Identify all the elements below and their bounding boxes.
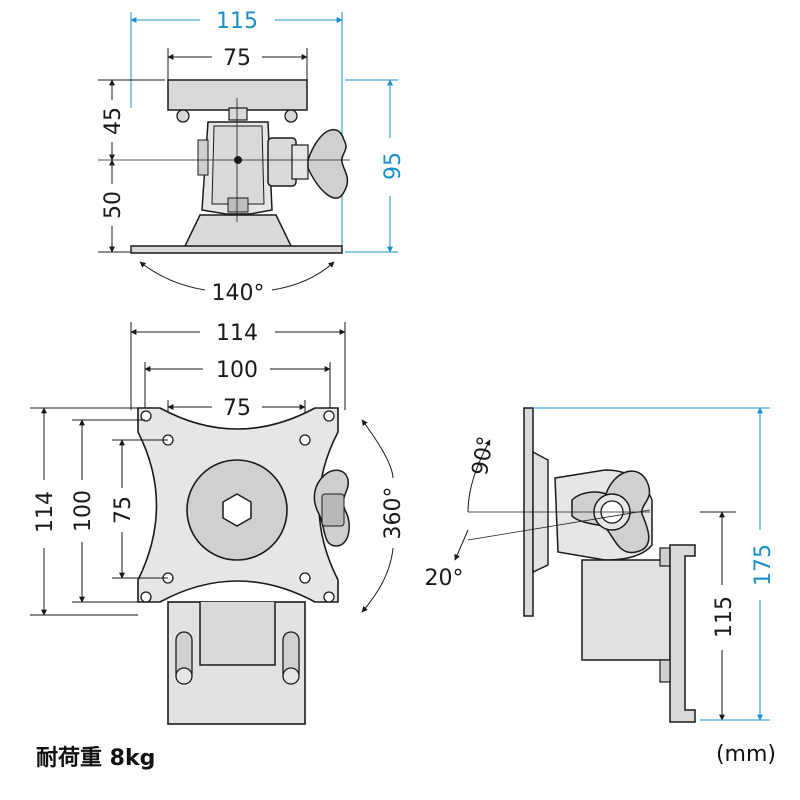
load-capacity-text: 耐荷重 8kg (36, 746, 156, 771)
vesa-plate-top (167, 79, 308, 111)
side-view: 90° 20° 115 175 (425, 407, 776, 723)
top-height-upper-label: 45 (101, 107, 126, 135)
tilt-down-label: 20° (425, 566, 464, 591)
top-height-total-label: 95 (381, 152, 406, 180)
front-width-mid-label: 100 (216, 358, 258, 383)
lower-body-side (581, 559, 671, 661)
swivel-arc (139, 261, 206, 291)
tilt-up-label: 90° (468, 434, 499, 477)
unit-label: (mm) (715, 742, 776, 767)
top-width-total-label: 115 (216, 9, 258, 34)
front-width-total-label: 114 (216, 321, 258, 346)
top-plate-width-label: 75 (223, 46, 251, 71)
front-view: 114 100 75 (30, 321, 406, 725)
clamp-side (669, 544, 696, 723)
front-height-mid-label: 100 (71, 490, 96, 532)
front-height-inner-label: 75 (111, 496, 136, 524)
knob-top-view (307, 128, 349, 199)
top-height-lower-label: 50 (101, 191, 126, 219)
front-height-total-label: 114 (33, 491, 58, 533)
rotation-angle-label: 360° (381, 487, 406, 540)
side-height-total-label: 175 (751, 544, 776, 586)
front-width-inner-label: 75 (223, 396, 251, 421)
side-clamp-height-label: 115 (712, 596, 737, 638)
center-bolt (222, 493, 252, 527)
base-plate-top (130, 245, 343, 254)
top-view: 115 75 45 50 (98, 9, 406, 306)
swivel-angle-label: 140° (212, 281, 265, 306)
rotation-arc (361, 419, 394, 479)
tilt-arc (467, 439, 491, 513)
